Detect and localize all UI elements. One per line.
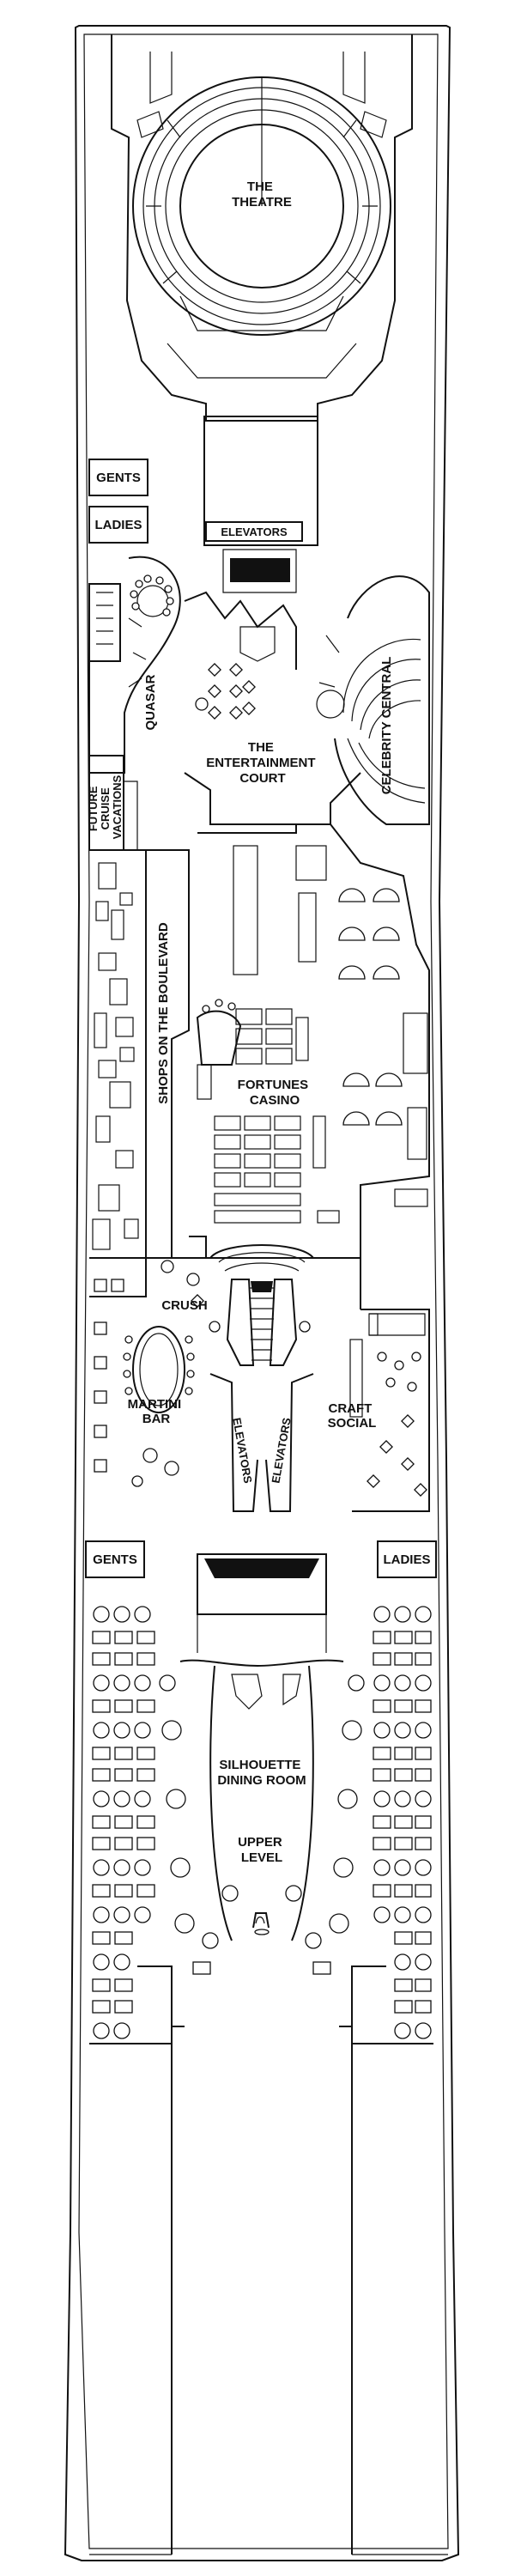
casino-bar — [196, 999, 242, 1066]
theatre-label: THE THEATRE — [232, 179, 292, 210]
hull-outline — [64, 25, 460, 2561]
elevators-top[interactable] — [203, 416, 318, 593]
gents-bottom-label: GENTS — [93, 1552, 137, 1567]
crush-label: CRUSH — [161, 1298, 207, 1313]
central-atrium[interactable] — [146, 1244, 361, 1512]
upper-level-label: UPPER LEVEL — [238, 1835, 286, 1865]
future-cruise-label: FUTURE CRUISE VACATIONS — [87, 775, 124, 839]
elevators-top-label: ELEVATORS — [221, 526, 288, 538]
restroom-ladies-bottom[interactable] — [377, 1540, 437, 1578]
entertainment-court[interactable] — [184, 591, 361, 825]
theatre[interactable] — [111, 34, 413, 422]
dining-tables-right — [329, 1606, 432, 2039]
fortunes-casino[interactable] — [189, 823, 430, 1259]
shops-label: SHOPS ON THE BOULEVARD — [156, 922, 171, 1104]
restroom-gents-bottom[interactable] — [85, 1540, 145, 1578]
ladies-top-label: LADIES — [94, 518, 142, 532]
celebrity-central[interactable] — [316, 575, 430, 825]
casino-tables — [338, 888, 428, 1207]
casino-slots — [197, 845, 340, 1224]
craft-social-label: CRAFT SOCIAL — [328, 1401, 377, 1431]
restroom-ladies-top[interactable] — [88, 506, 148, 544]
martini-bar-label: MARTINI BAR — [128, 1397, 185, 1426]
crush[interactable] — [89, 1258, 204, 1308]
martini-lounge — [94, 1279, 179, 1487]
silhouette-dining-room[interactable] — [137, 1553, 386, 2555]
restroom-gents-top[interactable] — [88, 459, 148, 496]
aft-section — [89, 2043, 448, 2555]
entertainment-court-label: THE ENTERTAINMENT COURT — [206, 740, 318, 786]
elevators-right-label: ELEVATORS — [269, 1417, 293, 1485]
quasar[interactable] — [88, 556, 181, 774]
court-seating — [195, 663, 256, 720]
ladies-bottom-label: LADIES — [383, 1552, 430, 1567]
celebrity-central-label: CELEBRITY CENTRAL — [379, 657, 394, 795]
dining-tables-inner — [192, 1885, 331, 1975]
casino-label: FORTUNES CASINO — [238, 1078, 312, 1108]
dining-room-label: SILHOUETTE DINING ROOM — [217, 1758, 306, 1788]
hull-inner — [78, 33, 449, 2549]
elevators-left-label: ELEVATORS — [230, 1417, 254, 1485]
dining-tables-left — [92, 1606, 195, 2039]
quasar-label: QUASAR — [143, 674, 158, 730]
shops-on-the-boulevard[interactable] — [89, 849, 190, 1259]
gents-top-label: GENTS — [96, 471, 141, 485]
martini-bar[interactable] — [94, 1279, 195, 1487]
craft-social[interactable] — [349, 1309, 430, 1512]
